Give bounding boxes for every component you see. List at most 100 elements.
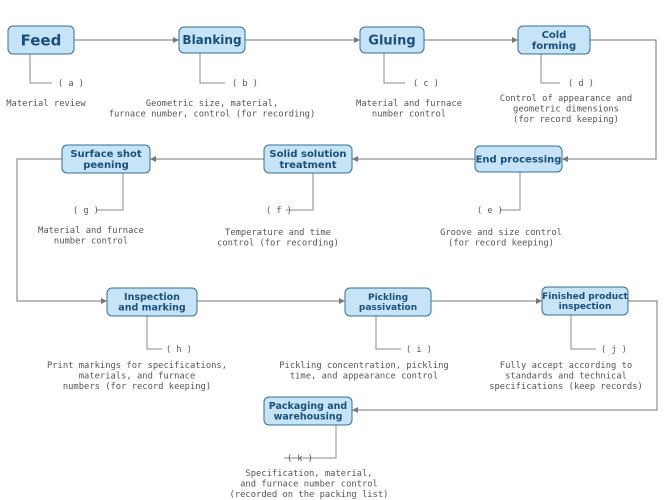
note-text: Control of appearance and bbox=[500, 94, 632, 104]
note-i: ( i ) Pickling concentration, picklingtim… bbox=[279, 345, 448, 382]
step-label: Feed bbox=[21, 31, 62, 49]
note-text: number control bbox=[54, 237, 128, 247]
step-box bbox=[106, 287, 198, 317]
note-leader bbox=[286, 173, 314, 211]
step-label: Pickling bbox=[368, 293, 408, 303]
arrow-head bbox=[352, 156, 358, 162]
note-leader bbox=[375, 316, 401, 350]
arrow-head bbox=[354, 37, 360, 43]
step-box bbox=[178, 26, 246, 54]
note-e: ( e ) Groove and size control(for record … bbox=[440, 206, 562, 249]
note-letter: ( c ) bbox=[413, 79, 439, 89]
note-text: (for record keeping) bbox=[448, 239, 554, 249]
note-text: number control bbox=[372, 110, 446, 120]
arrow-head bbox=[101, 298, 107, 304]
note-j: ( j )Fully accept according tostandards … bbox=[489, 345, 643, 392]
step-label: Finished product bbox=[542, 292, 628, 302]
step-label: peening bbox=[83, 160, 129, 171]
step-blanking: Blanking bbox=[178, 26, 246, 54]
note-text: Groove and size control bbox=[440, 228, 562, 238]
note-letter: ( e ) bbox=[477, 206, 503, 216]
note-text: Material review bbox=[6, 99, 86, 109]
step-label: passivation bbox=[359, 303, 417, 313]
step-label: Inspection bbox=[124, 292, 180, 303]
step-box bbox=[61, 144, 151, 174]
note-text: control (for recording) bbox=[217, 239, 339, 249]
arrow-head bbox=[512, 37, 518, 43]
note-leader bbox=[570, 315, 596, 350]
note-text: furnace number, control (for recording) bbox=[109, 110, 316, 120]
step-box bbox=[541, 286, 629, 316]
step-label: treatment bbox=[279, 160, 336, 171]
flow-arrow bbox=[352, 300, 658, 411]
step-feed: Feed bbox=[7, 25, 75, 55]
note-text: geometric dimensions bbox=[513, 105, 619, 115]
step-box bbox=[359, 26, 425, 54]
note-leader bbox=[96, 173, 124, 211]
note-leader bbox=[29, 54, 52, 84]
note-text: (recorded on the packing list) bbox=[230, 490, 389, 500]
step-box bbox=[7, 25, 75, 55]
note-h: ( h )Print markings for specifications,m… bbox=[47, 345, 227, 392]
arrow-head bbox=[150, 156, 156, 162]
note-text: Pickling concentration, pickling bbox=[279, 361, 448, 371]
note-letter: ( f ) bbox=[266, 206, 292, 216]
arrow-head bbox=[339, 298, 345, 304]
step-box bbox=[474, 145, 563, 173]
note-text: Material and furnace bbox=[38, 226, 144, 236]
step-label: forming bbox=[532, 41, 576, 52]
step-box bbox=[263, 144, 353, 174]
note-leader bbox=[383, 53, 405, 84]
step-label: Cold bbox=[542, 30, 567, 41]
note-text: and furnace number control bbox=[240, 480, 378, 490]
step-label: Gluing bbox=[368, 34, 415, 49]
step-label: Packaging and bbox=[269, 401, 347, 412]
arrow-head bbox=[173, 37, 179, 43]
note-letter: ( a ) bbox=[58, 79, 84, 89]
step-label: Solid solution bbox=[269, 149, 346, 160]
note-text: Print markings for specifications, bbox=[47, 361, 227, 371]
note-leader bbox=[540, 54, 560, 84]
note-leaders bbox=[29, 53, 596, 459]
arrow-head bbox=[536, 298, 542, 304]
step-box bbox=[517, 25, 591, 55]
note-text: time, and appearance control bbox=[290, 372, 438, 382]
step-label: Surface shot bbox=[70, 149, 141, 160]
step-box bbox=[344, 287, 432, 317]
note-b: ( b ) Geometric size, material,furnace nu… bbox=[109, 79, 316, 120]
flow-connectors bbox=[16, 37, 658, 413]
note-letter: ( b ) bbox=[232, 79, 258, 89]
arrow-head bbox=[352, 407, 358, 413]
step-label: and marking bbox=[118, 303, 185, 314]
step-end-processing: End processing bbox=[474, 145, 563, 173]
note-text: Temperature and time bbox=[225, 228, 331, 238]
note-text: Specification, material, bbox=[245, 469, 372, 479]
note-letter: ( i ) bbox=[406, 345, 432, 355]
note-k: ( k ) Specification, material,and furnace… bbox=[230, 454, 389, 500]
step-label: warehousing bbox=[274, 412, 343, 423]
arrow-head bbox=[562, 156, 568, 162]
flow-arrow bbox=[562, 39, 657, 160]
note-text: (for record keeping) bbox=[513, 115, 619, 125]
note-leader bbox=[199, 53, 225, 84]
note-text: standards and technical bbox=[505, 372, 627, 382]
process-notes: ( a ) Material review ( b ) Geometric size,… bbox=[6, 79, 643, 500]
note-leader bbox=[146, 316, 162, 350]
step-box bbox=[263, 396, 353, 426]
note-letter: ( g ) bbox=[73, 206, 99, 216]
note-text: Geometric size, material, bbox=[146, 99, 278, 109]
note-letter: ( k ) bbox=[287, 454, 313, 464]
note-text: specifications (keep records) bbox=[489, 382, 643, 392]
note-text: Material and furnace bbox=[356, 99, 462, 109]
note-text: materials, and furnace bbox=[79, 372, 196, 382]
note-text: Fully accept according to bbox=[500, 361, 632, 371]
